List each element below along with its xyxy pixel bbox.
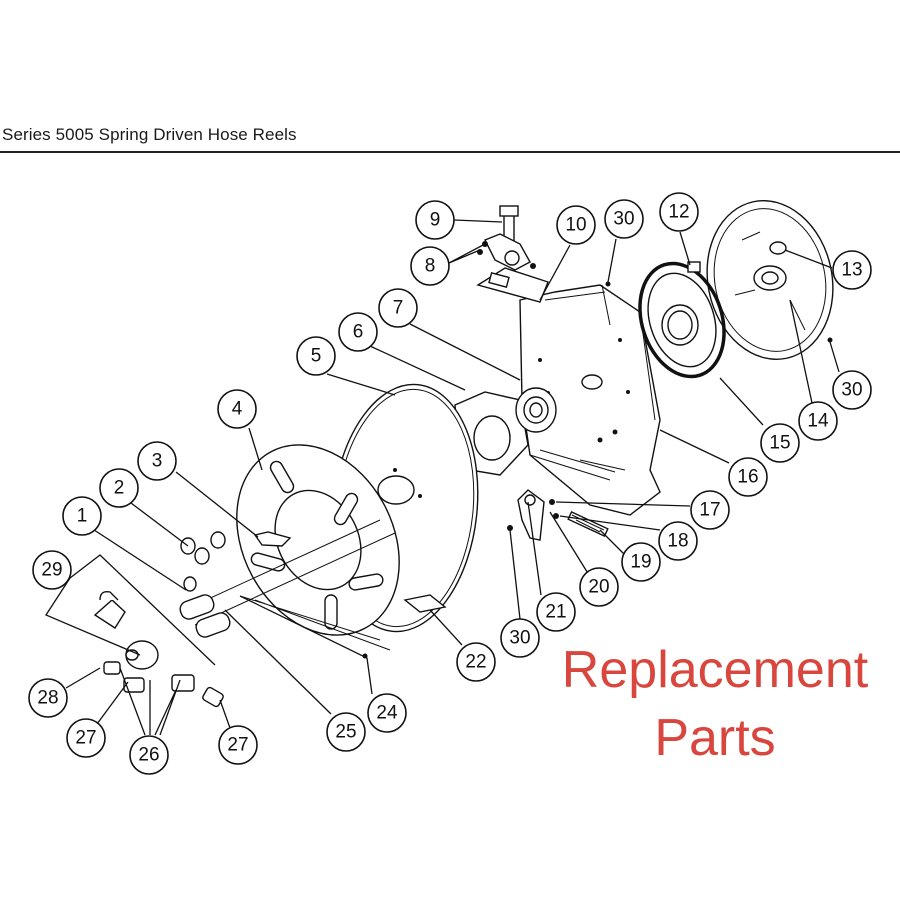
bail-part-22 [403, 594, 447, 613]
callout-30-right: 30 [832, 370, 872, 410]
svg-text:29: 29 [41, 560, 62, 581]
parts-drawing [93, 199, 834, 708]
callout-18: 18 [658, 521, 698, 561]
svg-text:17: 17 [699, 500, 720, 521]
callout-12: 12 [659, 192, 699, 232]
top-plate-part-10 [476, 267, 549, 303]
svg-text:18: 18 [667, 531, 688, 552]
callout-27-left: 27 [66, 718, 106, 758]
svg-text:5: 5 [311, 346, 322, 367]
callout-26: 26 [129, 735, 169, 775]
svg-text:28: 28 [37, 688, 58, 709]
callout-6: 6 [338, 312, 378, 352]
svg-text:27: 27 [227, 735, 248, 756]
svg-text:30: 30 [841, 380, 862, 401]
callout-29: 29 [32, 550, 72, 590]
callout-20: 20 [579, 567, 619, 607]
spring-cassette-part-15 [638, 261, 726, 379]
svg-text:14: 14 [807, 411, 829, 432]
callout-1: 1 [62, 496, 102, 536]
callout-8: 8 [410, 246, 450, 286]
callout-22: 22 [456, 642, 496, 682]
callout-7: 7 [378, 288, 418, 328]
svg-text:15: 15 [769, 433, 790, 454]
header-divider [0, 151, 900, 153]
callout-2: 2 [99, 468, 139, 508]
svg-text:3: 3 [152, 451, 163, 472]
callout-14: 14 [798, 401, 838, 441]
svg-text:7: 7 [393, 298, 404, 319]
callout-10: 10 [556, 205, 596, 245]
svg-text:1: 1 [77, 506, 88, 527]
replacement-banner-line1: Replacement [561, 641, 869, 699]
svg-text:16: 16 [737, 467, 758, 488]
callout-19: 19 [621, 542, 661, 582]
svg-text:21: 21 [545, 602, 566, 623]
callout-28: 28 [28, 678, 68, 718]
callout-30-bottom: 30 [500, 618, 540, 658]
svg-text:26: 26 [138, 745, 159, 766]
housing-disc-part-12-14 [706, 199, 834, 361]
fitting-part-25 [179, 594, 231, 638]
latch-part-3 [253, 531, 292, 547]
axle-lines [179, 449, 626, 651]
svg-text:10: 10 [565, 215, 586, 236]
callout-21: 21 [536, 592, 576, 632]
callout-30-top: 30 [604, 199, 644, 239]
svg-text:6: 6 [353, 322, 364, 343]
callout-17: 17 [690, 490, 730, 530]
callout-15: 15 [760, 423, 800, 463]
callout-24: 24 [367, 693, 407, 733]
page-title: Series 5005 Spring Driven Hose Reels [2, 125, 297, 144]
callout-3: 3 [137, 441, 177, 481]
swivel-part-9-8 [477, 205, 536, 271]
svg-text:30: 30 [613, 209, 634, 230]
o-rings-part-1-2 [180, 531, 226, 592]
leader-lines [45, 219, 840, 736]
svg-text:22: 22 [465, 652, 486, 673]
svg-text:27: 27 [75, 728, 96, 749]
elbow-fittings-part-26-29 [93, 590, 224, 708]
callout-16: 16 [728, 457, 768, 497]
svg-text:4: 4 [232, 399, 243, 420]
callout-labels: 1 2 3 4 5 6 7 8 9 10 30 12 13 30 14 15 1… [28, 192, 872, 775]
svg-text:25: 25 [335, 722, 356, 743]
svg-text:8: 8 [425, 256, 436, 277]
callout-25: 25 [326, 712, 366, 752]
callout-13: 13 [832, 250, 872, 290]
svg-text:2: 2 [114, 478, 125, 499]
hardware-dots [362, 281, 833, 659]
svg-text:19: 19 [630, 552, 651, 573]
replacement-banner-line2: Parts [654, 709, 776, 767]
callout-27-right: 27 [218, 725, 258, 765]
svg-text:12: 12 [668, 202, 689, 223]
svg-text:24: 24 [376, 703, 398, 724]
svg-text:13: 13 [841, 260, 862, 281]
callout-9: 9 [415, 200, 455, 240]
callout-5: 5 [296, 336, 336, 376]
svg-text:30: 30 [509, 628, 530, 649]
callout-4: 4 [217, 389, 257, 429]
svg-text:9: 9 [430, 210, 441, 231]
svg-text:20: 20 [588, 577, 609, 598]
